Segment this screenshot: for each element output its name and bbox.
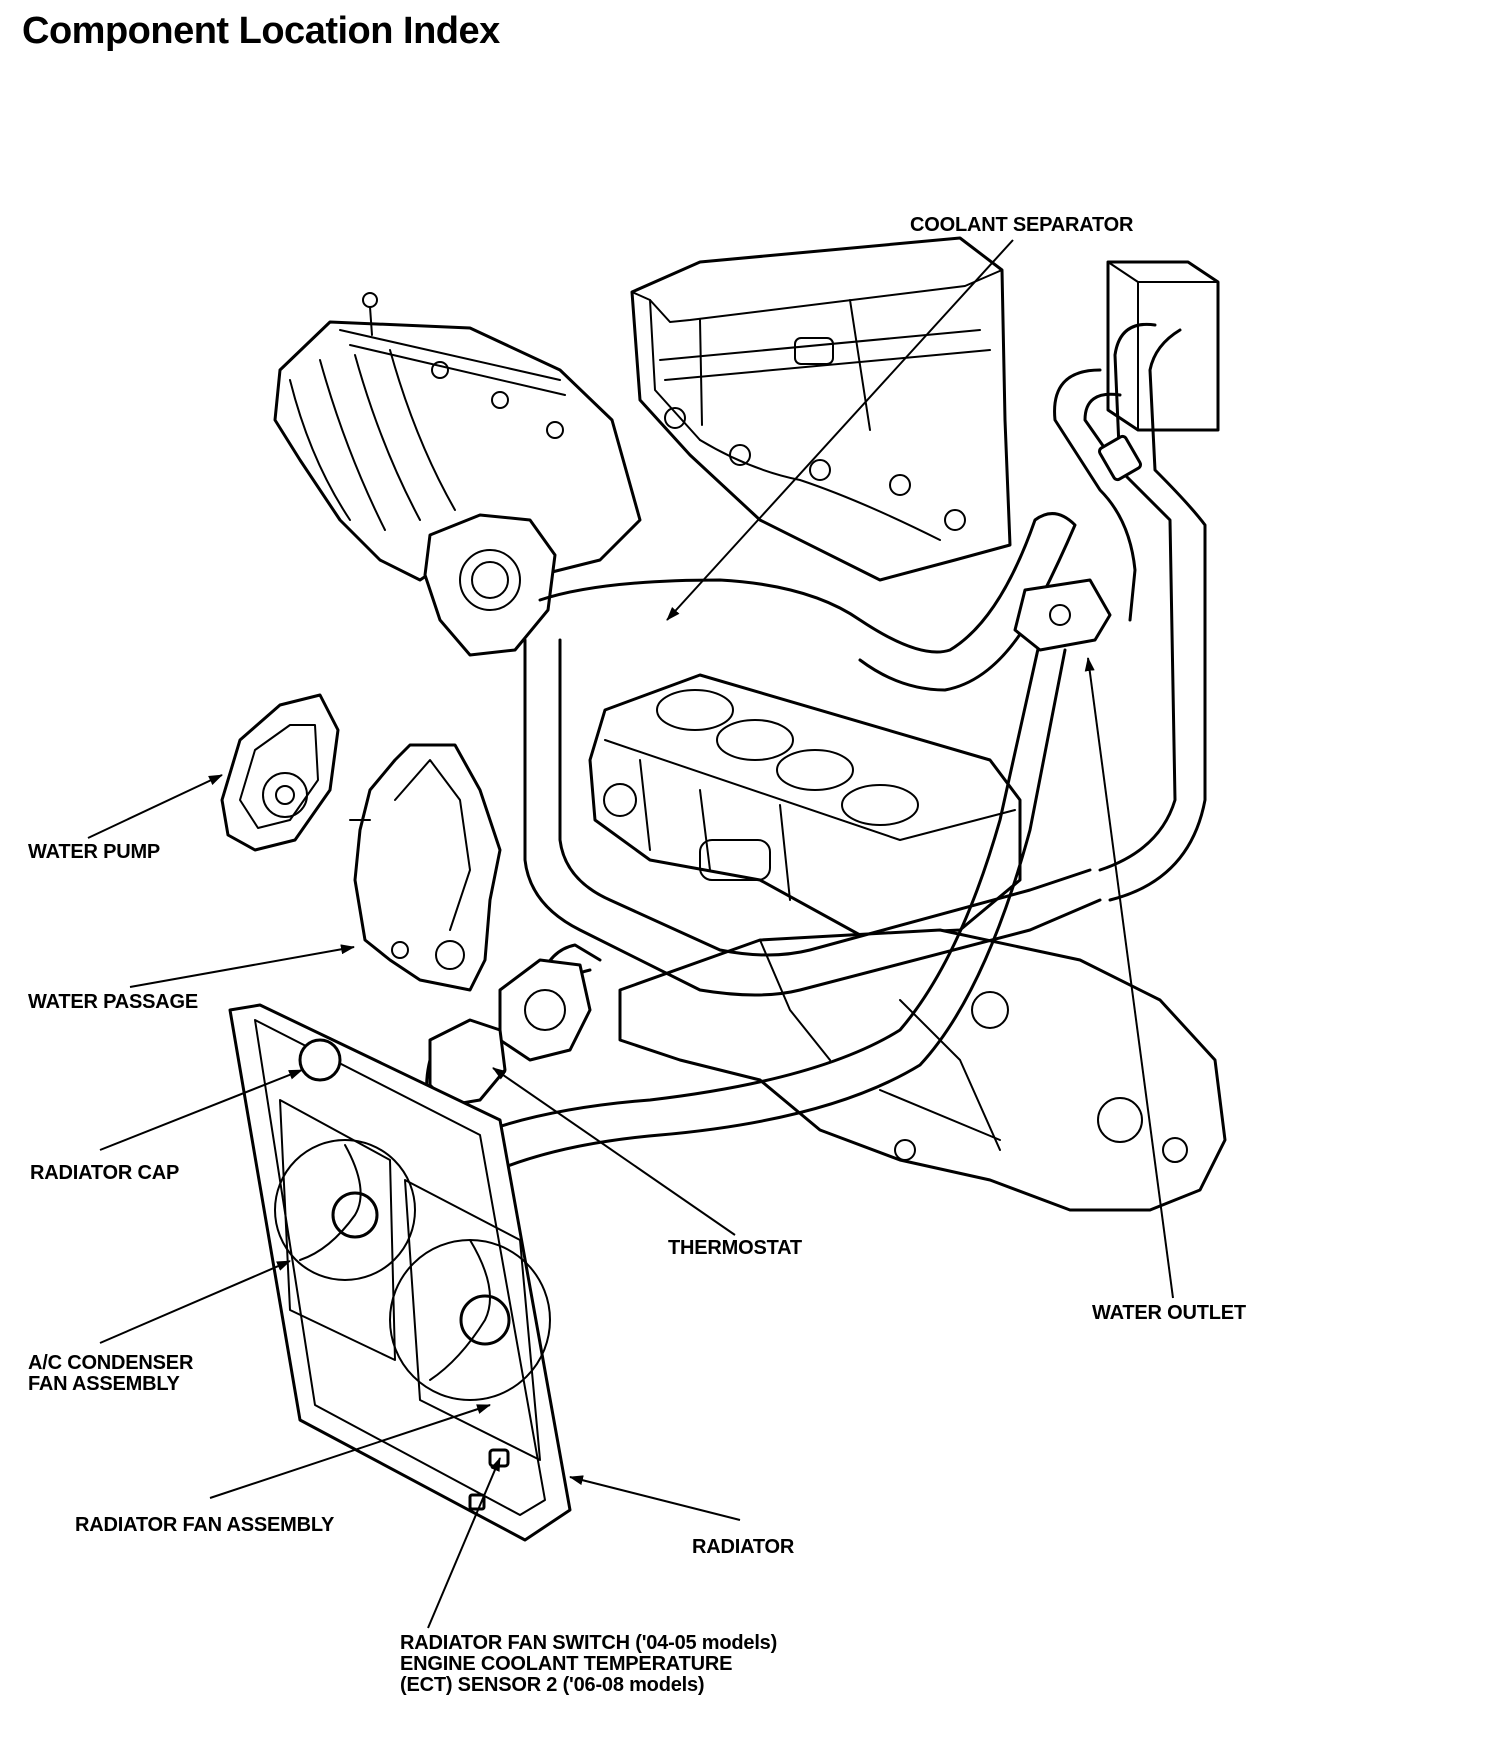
transmission-drawing: [618, 928, 1227, 1212]
leader-water-outlet: [1084, 657, 1174, 1299]
label-radiator-cap: RADIATOR CAP: [30, 1162, 180, 1184]
label-water-passage: WATER PASSAGE: [28, 991, 199, 1013]
water-pump-drawing: [220, 693, 340, 852]
label-water-pump: WATER PUMP: [28, 841, 161, 863]
leader-ac-condenser-fan: [99, 1260, 291, 1344]
cylinder-head-drawing: [630, 236, 1012, 582]
label-radiator-fan-assembly: RADIATOR FAN ASSEMBLY: [75, 1514, 335, 1536]
label-radiator: RADIATOR: [692, 1536, 795, 1558]
label-water-outlet: WATER OUTLET: [1092, 1302, 1246, 1324]
label-ac-condenser-fan-assembly: A/C CONDENSER FAN ASSEMBLY: [28, 1352, 194, 1395]
label-thermostat: THERMOSTAT: [668, 1237, 802, 1259]
water-passage-drawing: [349, 743, 502, 992]
page-title: Component Location Index: [22, 10, 500, 52]
leader-radiator-fan-switch: [427, 1457, 501, 1629]
leader-lines: [87, 239, 1174, 1629]
leader-water-pump: [87, 774, 223, 839]
leader-coolant-separator: [666, 239, 1014, 621]
leader-radiator: [569, 1475, 741, 1521]
intake-manifold-drawing: [273, 292, 642, 657]
label-radiator-fan-switch: RADIATOR FAN SWITCH ('04-05 models) ENGI…: [400, 1632, 778, 1696]
leader-water-passage: [129, 944, 355, 988]
label-coolant-separator: COOLANT SEPARATOR: [910, 214, 1134, 236]
leader-radiator-cap: [99, 1069, 303, 1151]
leader-radiator-fan: [209, 1404, 491, 1499]
leader-thermostat: [492, 1067, 736, 1236]
engine-block-drawing: [588, 673, 1022, 937]
